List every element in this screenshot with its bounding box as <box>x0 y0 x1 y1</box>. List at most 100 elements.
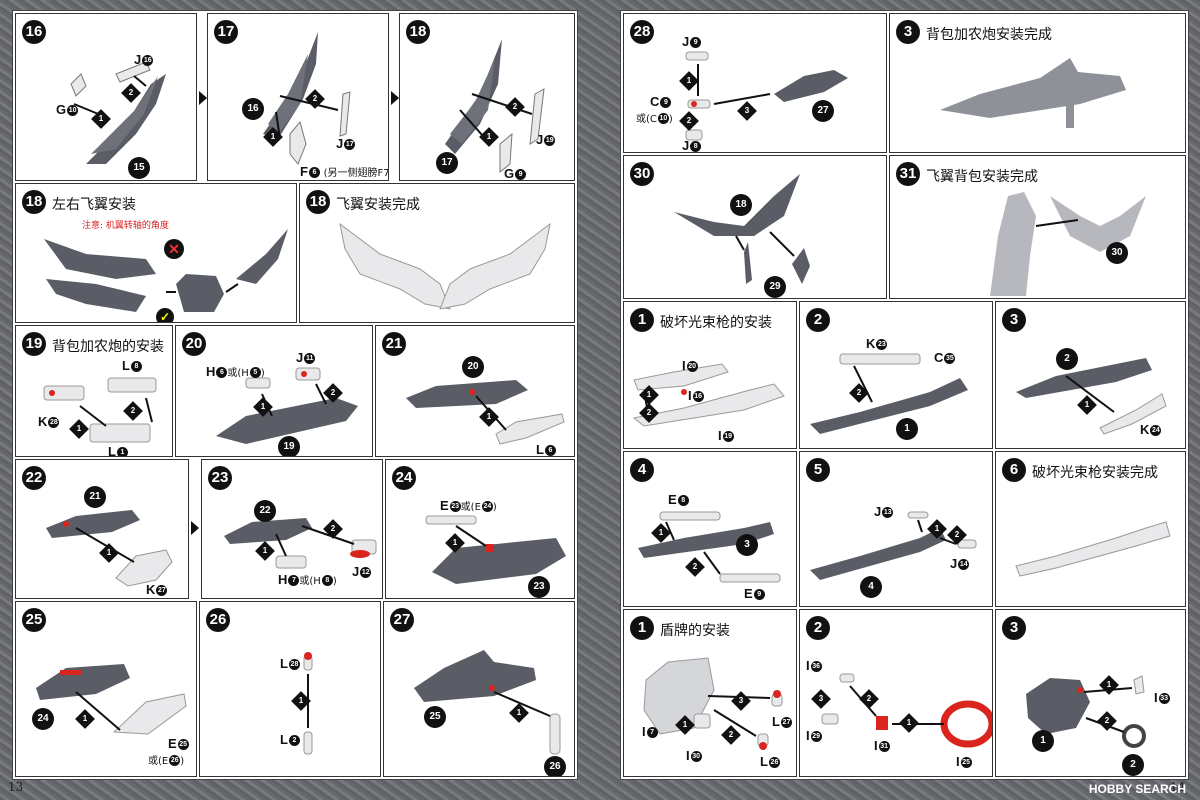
step-order-marker: 2 <box>323 519 343 539</box>
part-label: E <box>168 736 177 751</box>
step-order-marker: 2 <box>685 557 705 577</box>
part-label: C <box>650 94 660 109</box>
part-label: J <box>134 52 142 67</box>
part-number: 24 <box>1150 425 1162 437</box>
step-28-diagram <box>685 51 848 141</box>
part-number: 6 <box>216 367 228 379</box>
wrong-icon: ✕ <box>164 239 184 259</box>
step-order-marker: 3 <box>731 691 751 711</box>
step-number: 18 <box>22 190 46 214</box>
step-17-diagram <box>263 32 351 165</box>
step-24-diagram <box>425 515 566 584</box>
page-number-right: 14 <box>1170 780 1186 794</box>
part-number: 26 <box>169 755 181 767</box>
step-order-marker: 2 <box>947 525 967 545</box>
part-label: I <box>688 388 692 403</box>
step-number: 6 <box>1002 458 1026 482</box>
part-label: E <box>744 586 753 601</box>
step-21-diagram <box>406 380 565 445</box>
cannon-complete-diagram <box>940 58 1126 128</box>
step-order-marker: 1 <box>927 519 947 539</box>
part-number: 9 <box>660 97 672 109</box>
part-number: 23 <box>449 501 461 513</box>
part-note: (另一侧翅膀F7) <box>323 168 389 179</box>
step-number: 26 <box>206 608 230 632</box>
correct-icon: ✓ <box>156 308 174 322</box>
step-order-marker: 1 <box>445 533 465 553</box>
part-alt: 或(H <box>299 576 321 587</box>
step-order-marker: 3 <box>737 101 757 121</box>
part-label: J <box>682 34 690 49</box>
part-number: 7 <box>646 727 658 739</box>
assembly-ref: 21 <box>84 486 106 508</box>
step-order-marker: 1 <box>69 419 89 439</box>
step-order-marker: 1 <box>253 397 273 417</box>
part-number: 20 <box>686 361 698 373</box>
part-label: J <box>536 132 544 147</box>
part-label: L <box>122 358 130 373</box>
assembly-ref: 4 <box>860 576 882 598</box>
part-alt-close: ) <box>668 114 673 125</box>
step-title: 背包加农炮的安装 <box>52 339 164 355</box>
step-order-marker: 2 <box>323 383 343 403</box>
assembly-ref: 2 <box>1056 348 1078 370</box>
part-number: 9 <box>690 37 702 49</box>
step-title: 盾牌的安装 <box>660 623 730 639</box>
beam-rifle-step-2-diagram <box>810 353 968 434</box>
step-order-marker: 1 <box>291 691 311 711</box>
assembly-ref: 1 <box>1032 730 1054 752</box>
assembly-ref: 24 <box>32 708 54 730</box>
part-number: 17 <box>344 139 356 151</box>
step-number: 21 <box>382 332 406 356</box>
part-label: H <box>206 364 216 379</box>
part-number: 5 <box>249 367 261 379</box>
assembly-ref: 27 <box>812 100 834 122</box>
assembly-ref: 25 <box>424 706 446 728</box>
part-label: J <box>874 504 882 519</box>
step-number: 1 <box>630 616 654 640</box>
part-number: 8 <box>677 495 689 507</box>
part-number: 14 <box>958 559 970 571</box>
step-number: 3 <box>1002 308 1026 332</box>
step-number: 16 <box>22 20 46 44</box>
part-label: J <box>682 138 690 153</box>
step-23-diagram <box>224 518 377 569</box>
part-number: 23 <box>876 339 888 351</box>
step-order-marker: 2 <box>849 383 869 403</box>
part-label: I <box>682 358 686 373</box>
step-title: 飞翼背包安装完成 <box>926 169 1038 185</box>
part-number: 8 <box>690 141 702 152</box>
step-order-marker: 1 <box>639 385 659 405</box>
part-label: K <box>146 582 156 597</box>
step-title: 飞翼安装完成 <box>336 197 420 213</box>
part-number: 36 <box>810 661 822 673</box>
part-label: H <box>278 572 288 587</box>
step-order-marker: 1 <box>1077 395 1097 415</box>
step-27-diagram <box>414 650 561 755</box>
step-order-marker: 1 <box>479 407 499 427</box>
backpack-complete-diagram <box>990 192 1146 296</box>
step-order-marker: 1 <box>263 127 283 147</box>
step-number: 18 <box>406 20 430 44</box>
step-order-marker: 1 <box>91 109 111 129</box>
step-order-marker: 2 <box>859 689 879 709</box>
step-number: 3 <box>1002 616 1026 640</box>
assembly-ref: 29 <box>764 276 786 298</box>
assembly-ref: 2 <box>1122 754 1144 776</box>
step-16-diagram <box>70 61 166 164</box>
step-19-diagram <box>43 377 157 443</box>
step-order-marker: 1 <box>255 541 275 561</box>
part-number: 30 <box>690 751 702 763</box>
step-number: 19 <box>22 332 46 356</box>
